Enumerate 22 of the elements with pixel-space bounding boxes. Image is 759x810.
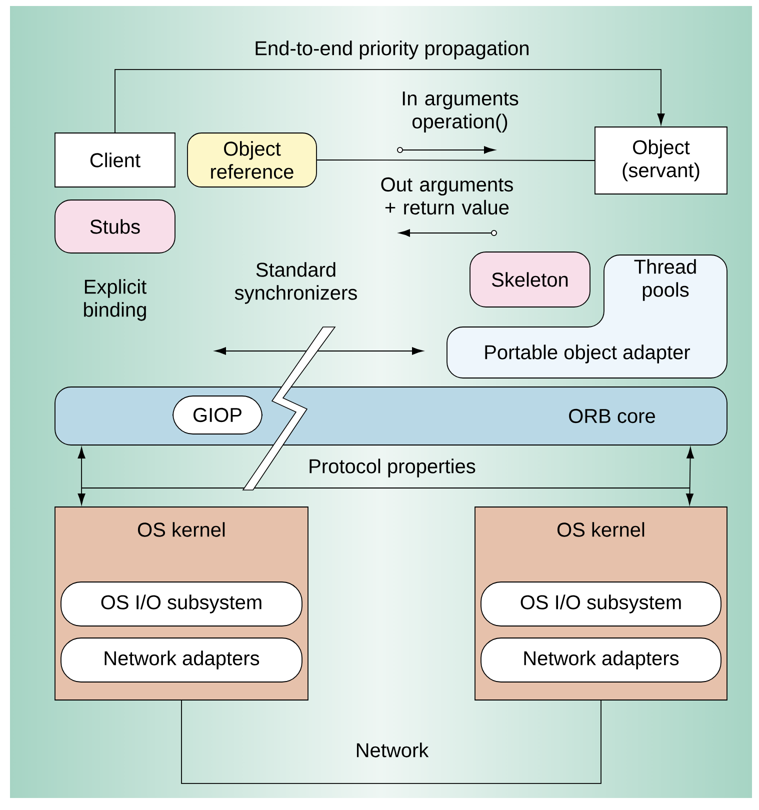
arrow	[78, 447, 86, 505]
edge-label: End-to-end priority propagation	[256, 40, 528, 60]
subsystem-pill: OS I/O subsystem	[480, 582, 722, 626]
reference-box: Object reference	[187, 132, 317, 188]
arrow	[686, 447, 694, 505]
stub-box: Stubs	[54, 200, 176, 254]
object-box: Object (servant)	[594, 126, 728, 194]
protocol-pill: GIOP	[172, 396, 262, 434]
client-box: Client	[54, 132, 176, 188]
text-label: In arguments operation()	[402, 92, 518, 132]
adapter-pill: Network adapters	[60, 638, 302, 682]
connector-line	[316, 160, 595, 161]
text-label: Standard synchronizers	[234, 262, 357, 304]
text-label: Protocol properties	[310, 458, 476, 478]
subsystem-pill: OS I/O subsystem	[60, 582, 302, 626]
skeleton-box: Skeleton	[470, 252, 590, 308]
edge-label: Network	[356, 742, 429, 758]
text-label: Explicit binding	[84, 279, 147, 321]
network-line	[181, 700, 602, 784]
adapter-pill: Network adapters	[480, 638, 722, 682]
text-label: Out arguments + return value	[381, 177, 513, 215]
arrow	[114, 69, 665, 133]
